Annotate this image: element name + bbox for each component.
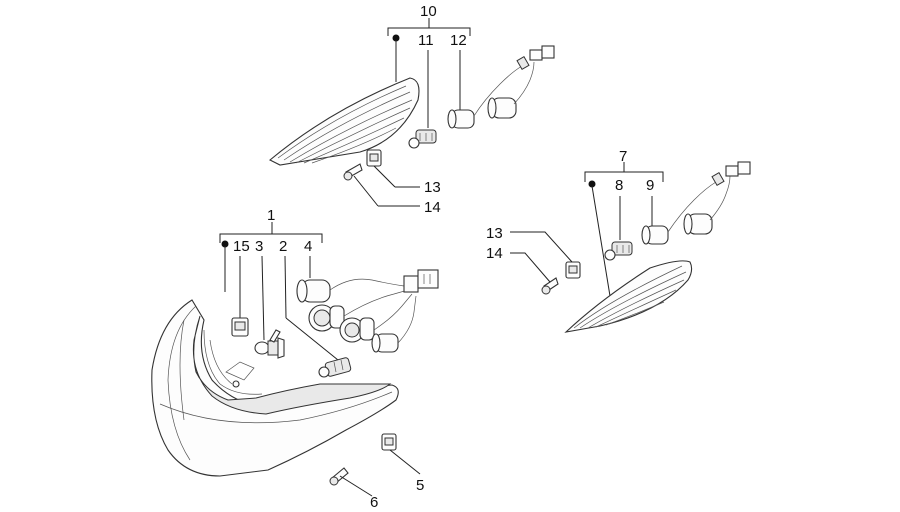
callout-label-5: 5 xyxy=(416,477,424,494)
callout-label-8: 8 xyxy=(615,177,623,194)
callout-label-12: 12 xyxy=(450,32,467,49)
callout-label-14-top: 14 xyxy=(424,199,441,216)
top-indicator-assembly: 10 11 12 xyxy=(269,3,555,216)
headlight-housing xyxy=(151,299,399,477)
callout-label-1: 1 xyxy=(267,207,275,224)
screw-6 xyxy=(329,467,349,486)
indicator-lens-right xyxy=(564,260,693,333)
right-indicator-assembly: 7 8 9 xyxy=(486,148,751,333)
headlight-assembly: 1 15 3 2 4 xyxy=(151,207,439,511)
callout-label-4: 4 xyxy=(304,238,312,255)
callout-label-11: 11 xyxy=(418,32,434,49)
bulb-8 xyxy=(604,241,633,261)
callout-bracket-1 xyxy=(219,233,323,243)
bulb-socket-12 xyxy=(447,45,555,129)
callout-label-7: 7 xyxy=(619,148,627,165)
callout-label-9: 9 xyxy=(646,177,654,194)
callout-label-2: 2 xyxy=(279,238,287,255)
bulb-11 xyxy=(408,129,437,149)
callout-dot-1 xyxy=(221,240,229,248)
headlight-bulb-3 xyxy=(254,329,285,359)
wiring-harness-4 xyxy=(296,269,439,353)
clip-nut-15 xyxy=(231,317,249,337)
clip-nut-5 xyxy=(381,433,397,451)
clip-nut-13-right xyxy=(565,261,581,279)
callout-label-10: 10 xyxy=(420,3,437,20)
callout-label-15: 15 xyxy=(233,238,250,255)
screw-14-right xyxy=(541,277,559,295)
callout-label-14-right: 14 xyxy=(486,245,503,262)
callout-dot-7 xyxy=(588,180,596,188)
screw-14-top xyxy=(343,163,363,181)
callout-label-13-right: 13 xyxy=(486,225,503,242)
clip-nut-13-top xyxy=(366,149,382,167)
indicator-lens-top xyxy=(269,77,420,166)
callout-label-13-top: 13 xyxy=(424,179,441,196)
parking-bulb-2 xyxy=(318,357,352,378)
callout-dot-10 xyxy=(392,34,400,42)
bulb-socket-9 xyxy=(641,161,751,245)
callout-label-3: 3 xyxy=(255,238,263,255)
callout-label-6: 6 xyxy=(370,494,378,511)
